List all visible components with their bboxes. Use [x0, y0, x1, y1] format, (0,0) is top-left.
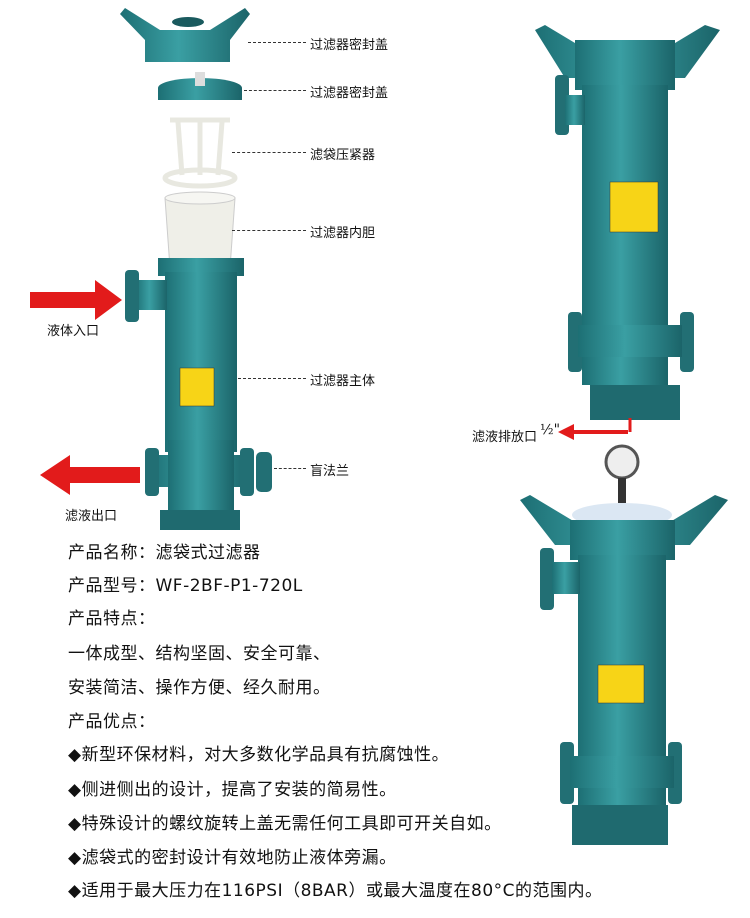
advantage-item: ◆适用于最大压力在116PSI（8BAR）或最大温度在80°C的范围内。: [68, 881, 603, 901]
basket-part: [164, 191, 236, 269]
seal-part: [158, 72, 242, 100]
label-basket: 过滤器内胆: [310, 226, 376, 241]
assembled-filter-with-gauge: [520, 444, 728, 845]
drain-arrow: [558, 418, 632, 440]
product-name: 产品名称：滤袋式过滤器: [68, 543, 261, 563]
label-lid: 过滤器密封盖: [310, 38, 389, 53]
assembled-filter-front: [535, 25, 720, 420]
advantage-item: ◆滤袋式的密封设计有效地防止液体旁漏。: [68, 848, 397, 868]
advantage-item: ◆特殊设计的螺纹旋转上盖无需任何工具即可开关自如。: [68, 814, 502, 834]
label-inlet: 液体入口: [47, 324, 100, 339]
label-body: 过滤器主体: [310, 374, 376, 389]
label-blind-flange: 盲法兰: [310, 464, 350, 479]
advantage-item: ◆新型环保材料，对大多数化学品具有抗腐蚀性。: [68, 745, 450, 765]
feature-line: 一体成型、结构坚固、安全可靠、: [68, 644, 331, 664]
feature-line: 安装简洁、操作方便、经久耐用。: [68, 678, 331, 698]
body-part: [125, 258, 272, 530]
label-seal: 过滤器密封盖: [310, 86, 389, 101]
product-model: 产品型号：WF-2BF-P1-720L: [68, 576, 303, 596]
label-drain: 滤液排放口: [472, 430, 538, 445]
outlet-arrow: [40, 455, 140, 495]
lid-part: [120, 8, 250, 62]
label-compressor: 滤袋压紧器: [310, 148, 376, 163]
features-title: 产品特点：: [68, 609, 156, 629]
label-outlet: 滤液出口: [65, 509, 118, 524]
inlet-arrow: [30, 280, 122, 320]
compressor-part: [162, 117, 238, 189]
label-drain-size: ½": [540, 422, 561, 438]
advantages-title: 产品优点：: [68, 712, 156, 732]
advantage-item: ◆侧进侧出的设计，提高了安装的简易性。: [68, 780, 397, 800]
